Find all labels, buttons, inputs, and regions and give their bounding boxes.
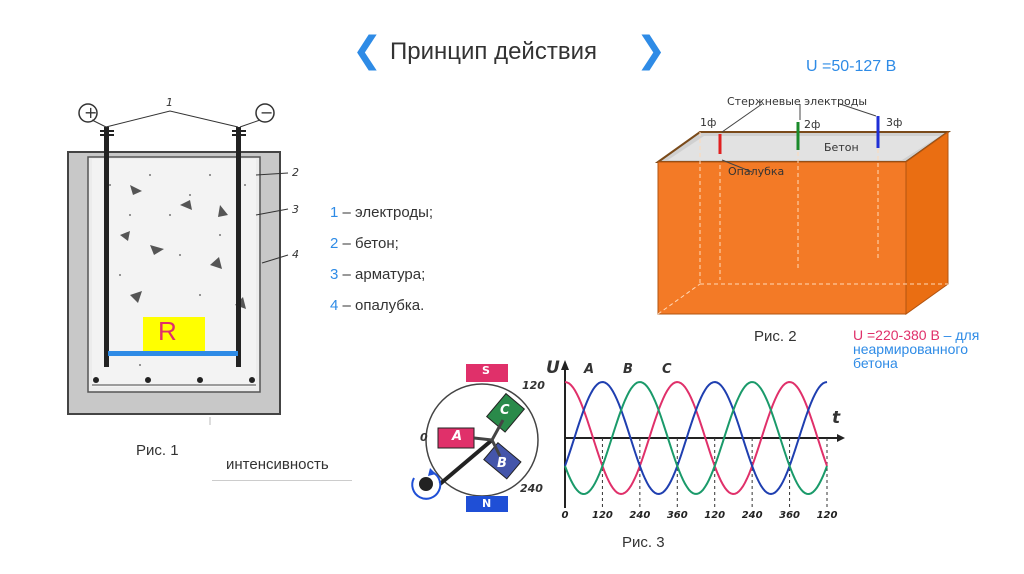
- legend-item-4: 4 – опалубка.: [330, 297, 425, 314]
- coil-c-label: C: [500, 403, 510, 418]
- fig1-label-1: 1: [166, 96, 173, 109]
- phase-2-label: 2ф: [804, 118, 821, 131]
- wave-c-label: C: [662, 362, 672, 377]
- fig2-voltage: U =50-127 В: [806, 58, 897, 75]
- plus-terminal-label: +: [84, 103, 98, 122]
- fig1-diagram: [67, 103, 289, 425]
- fig1-label-2: 2: [292, 166, 299, 179]
- fig1-label-3: 3: [292, 203, 299, 216]
- fig2-caption: Рис. 2: [754, 328, 797, 345]
- x-tick-label: 120: [592, 510, 613, 521]
- legend-item-3: 3 – арматура;: [330, 266, 426, 283]
- legend-item-1: 1 – электроды;: [330, 204, 434, 221]
- fig1-label-4: 4: [292, 248, 299, 261]
- prev-chevron-icon[interactable]: ❮: [352, 30, 383, 71]
- pole-n-label: N: [482, 497, 492, 510]
- series-b-line: [564, 380, 828, 496]
- y-axis-arrow: [561, 360, 569, 370]
- wave-a-label: A: [584, 362, 595, 377]
- x-tick-label: 360: [667, 510, 688, 521]
- minus-terminal-label: −: [260, 103, 274, 122]
- phase-1-label: 1ф: [700, 116, 717, 129]
- fig1-caption: Рис. 1: [136, 442, 179, 459]
- slide-title: Принцип действия: [390, 38, 597, 65]
- formwork-label: Опалубка: [728, 165, 785, 178]
- phase-3-label: 3ф: [886, 116, 903, 129]
- pole-s-label: S: [482, 364, 490, 377]
- fig2-diagram: [654, 103, 952, 315]
- intensity-underline: [212, 480, 352, 481]
- legend-item-2: 2 – бетон;: [330, 235, 399, 252]
- fig3-caption: Рис. 3: [622, 534, 665, 551]
- x-tick-label: 240: [629, 510, 650, 521]
- electrodes-label: Стержневые электроды: [727, 95, 868, 108]
- deg-120-label: 120: [522, 379, 545, 392]
- series-c-line: [564, 381, 828, 496]
- deg-0-label: 0: [420, 431, 428, 444]
- voltage2-value: U =220-380 В: [853, 327, 940, 343]
- x-tick-label: 360: [779, 510, 800, 521]
- x-tick-label: 0: [562, 510, 569, 521]
- voltage2-note: – для неармированного бетона: [853, 327, 980, 371]
- deg-240-label: 240: [520, 482, 543, 495]
- x-axis-arrow: [837, 434, 845, 442]
- wave-b-label: B: [623, 362, 633, 377]
- axis-u-label: U: [546, 358, 560, 378]
- fig3-generator: [411, 364, 539, 512]
- axis-t-label: t: [832, 408, 841, 428]
- x-tick-label: 120: [704, 510, 725, 521]
- next-chevron-icon[interactable]: ❯: [636, 30, 667, 71]
- x-tick-label: 120: [817, 510, 838, 521]
- x-tick-label: 240: [742, 510, 763, 521]
- fig3-waveform: 0 120 240 360 120 240 360 120: [561, 360, 845, 521]
- fig2-voltage2: U =220-380 В – для неармированного бетон…: [853, 328, 1013, 370]
- intensity-label: интенсивность: [226, 456, 329, 473]
- r-label: R: [158, 316, 177, 346]
- concrete-label: Бетон: [824, 141, 859, 154]
- coil-a-label: A: [452, 429, 463, 444]
- coil-b-label: B: [497, 456, 507, 471]
